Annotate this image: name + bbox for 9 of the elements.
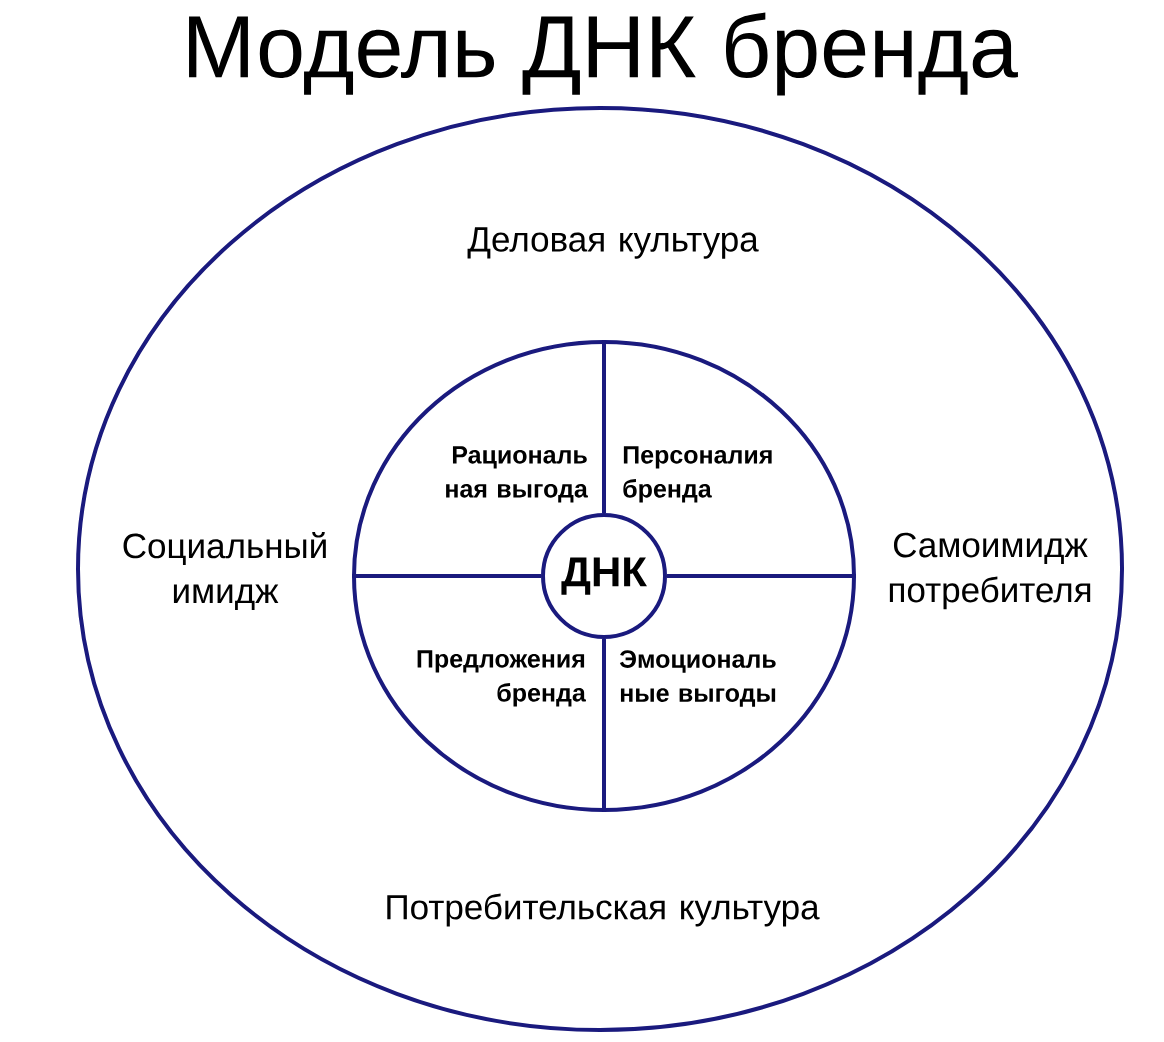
sector-label: Рациональ ная выгода [446,446,588,503]
title: Модель ДНК бренда [189,12,1018,96]
ring-label: Потребительская культура [387,893,820,927]
ring-label: Социальный имидж [123,532,326,610]
sector-label: Предложения бренда [417,650,586,707]
ring-label: Деловая культура [467,227,759,259]
sector-label: Персоналия бренда [623,446,772,503]
ring-label: Самоимидж потребителя [889,532,1091,610]
sector-label: Эмоциональ ные выгоды [619,650,776,707]
